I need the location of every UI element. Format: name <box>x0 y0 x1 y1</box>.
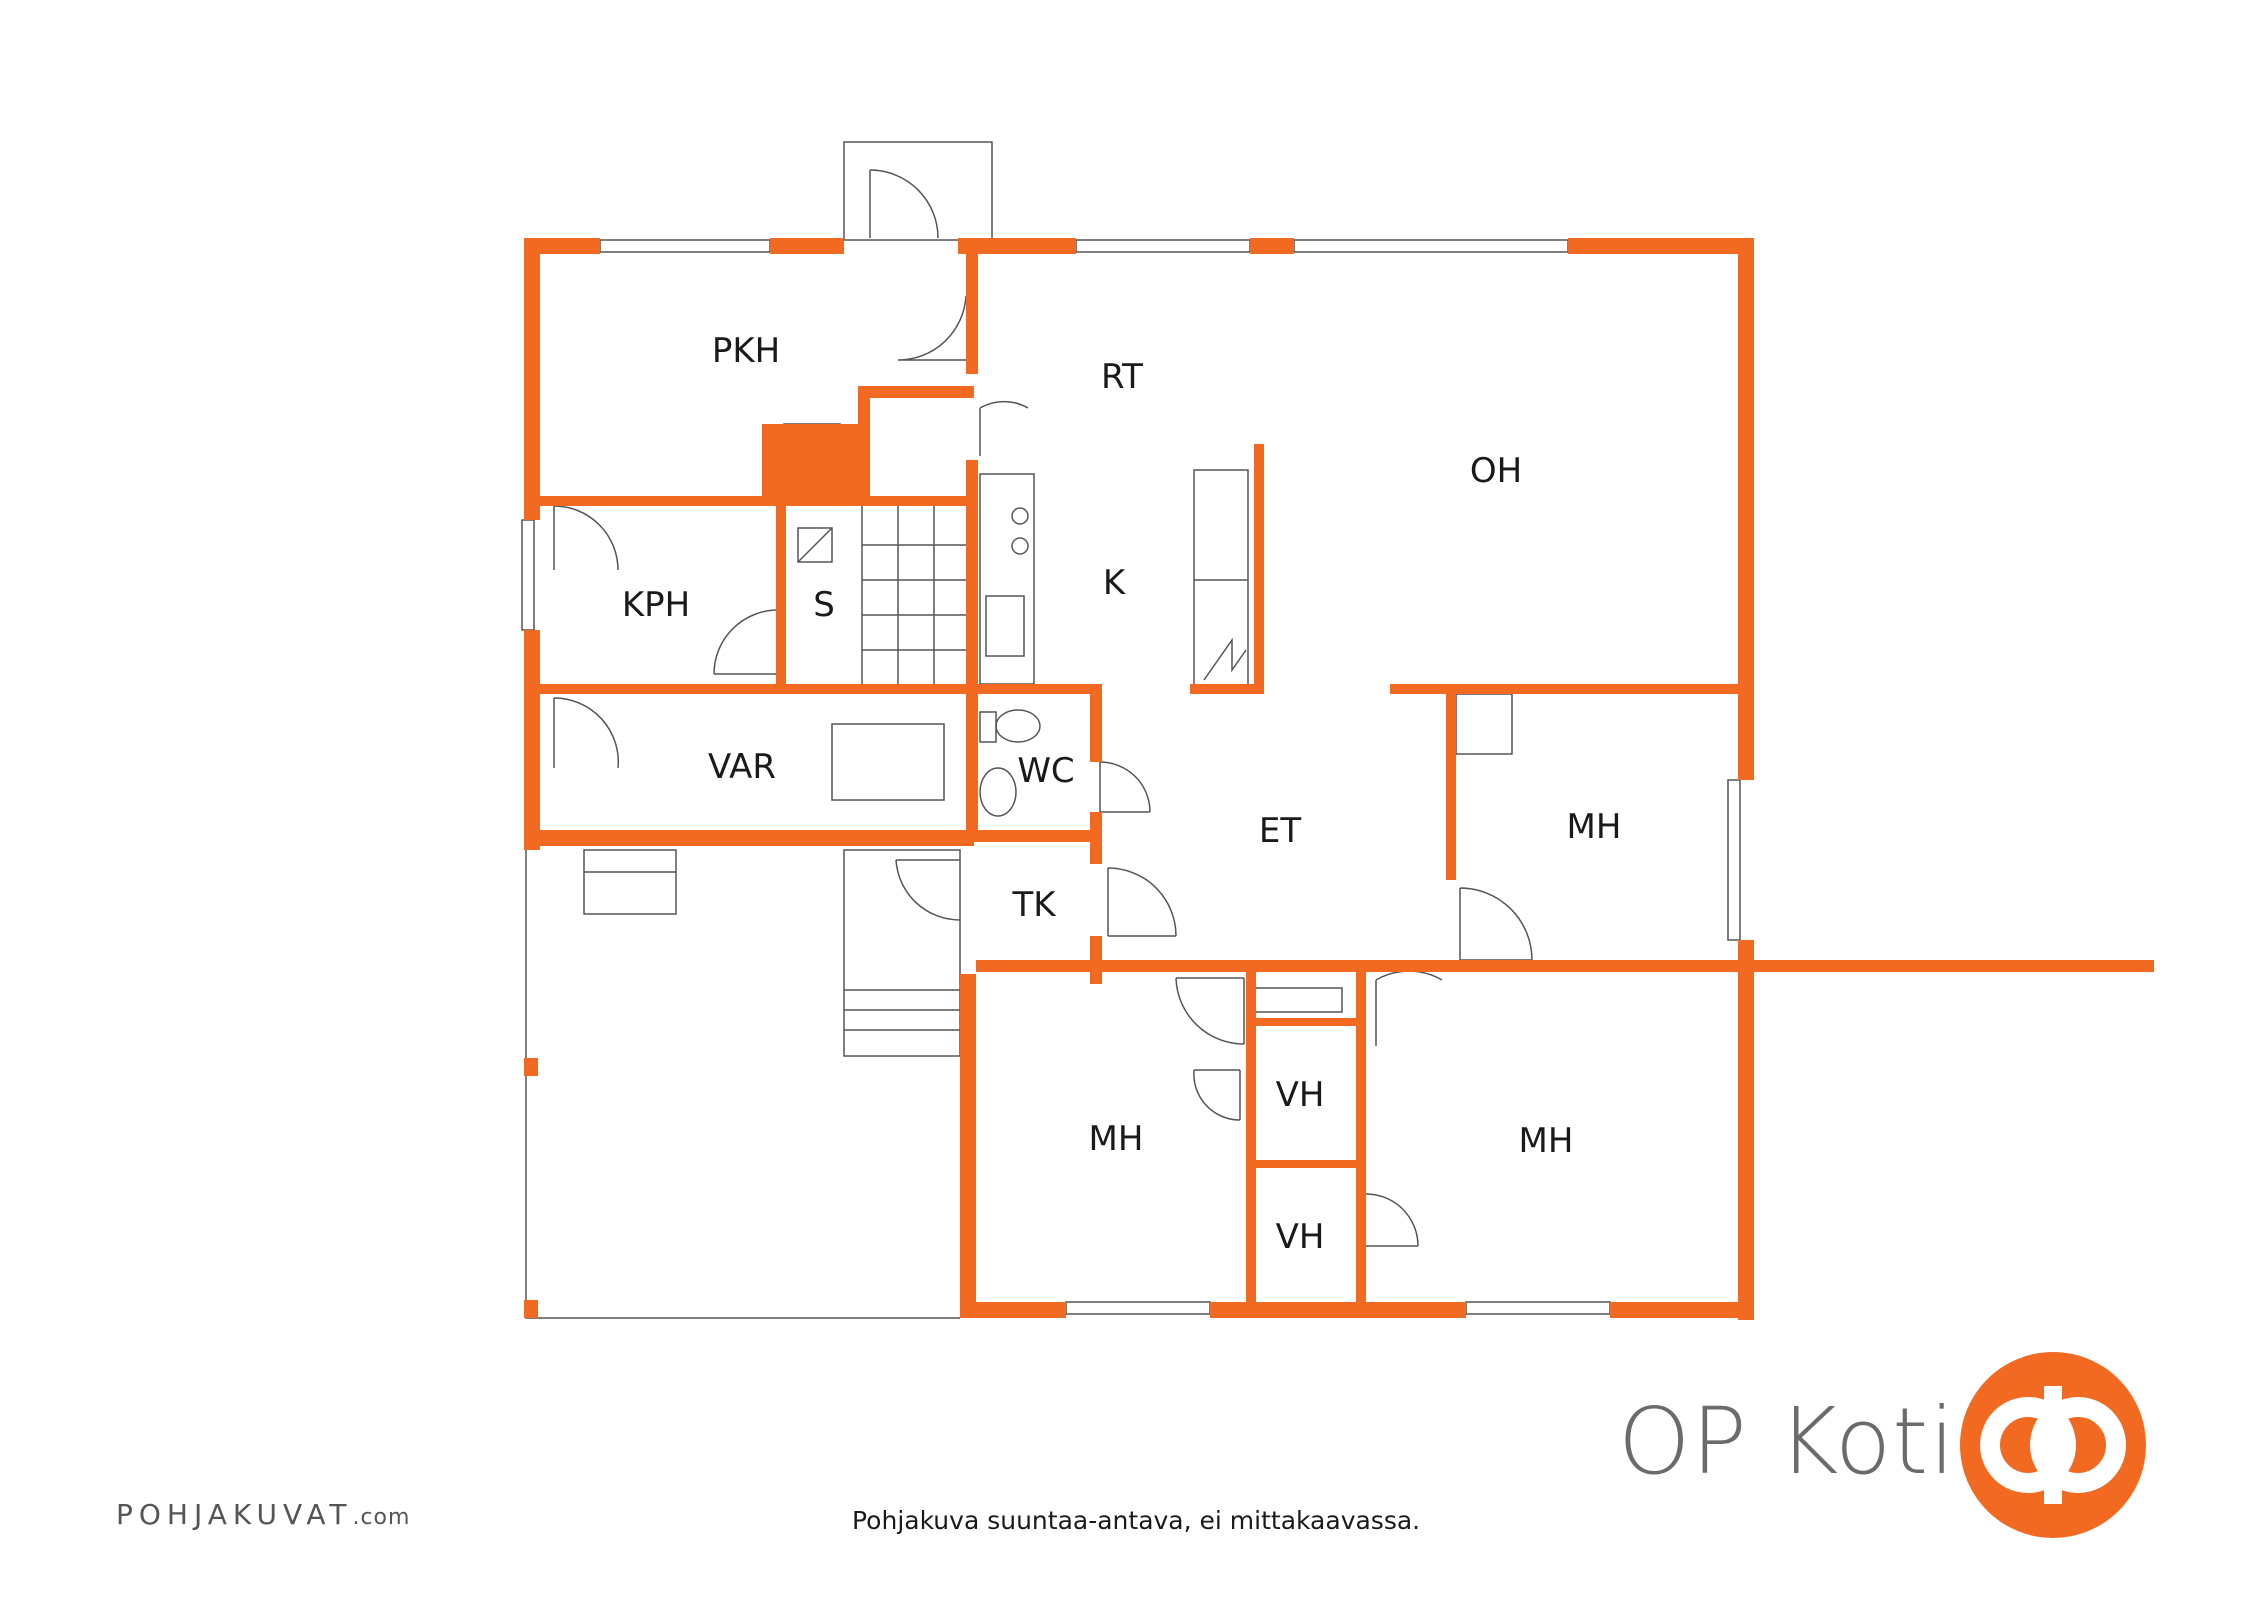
disclaimer-text: Pohjakuva suuntaa-antava, ei mittakaavas… <box>852 1506 1421 1535</box>
pohjakuvat-logo: POHJAKUVAT.com <box>116 1498 410 1531</box>
room-label-var: VAR <box>708 747 776 787</box>
op-logo-icon <box>1960 1352 2146 1538</box>
room-label-s: S <box>813 585 835 625</box>
pohjakuvat-logo-main: POHJAKUVAT <box>116 1498 353 1531</box>
room-labels: PKH RT OH K KPH S VAR WC ET MH TK MH VH … <box>622 331 1622 1257</box>
room-label-tk: TK <box>1011 885 1057 925</box>
room-label-mh-left: MH <box>1089 1119 1144 1159</box>
room-label-oh: OH <box>1470 451 1522 491</box>
room-label-pkh: PKH <box>712 331 780 371</box>
room-label-mh-right: MH <box>1567 807 1622 847</box>
op-koti-brand: OP Koti <box>1618 1388 1956 1495</box>
room-label-rt: RT <box>1101 357 1143 397</box>
room-label-wc: WC <box>1017 751 1074 791</box>
room-label-k: K <box>1103 563 1127 603</box>
room-label-kph: KPH <box>622 585 690 625</box>
pohjakuvat-logo-suffix: .com <box>352 1505 411 1530</box>
room-label-vh-top: VH <box>1276 1075 1325 1115</box>
door-swings <box>553 169 1533 1247</box>
room-label-mh-bottom-right: MH <box>1519 1121 1574 1161</box>
room-label-vh-bottom: VH <box>1276 1217 1325 1257</box>
room-label-et: ET <box>1259 811 1301 851</box>
walls <box>524 238 2154 1320</box>
